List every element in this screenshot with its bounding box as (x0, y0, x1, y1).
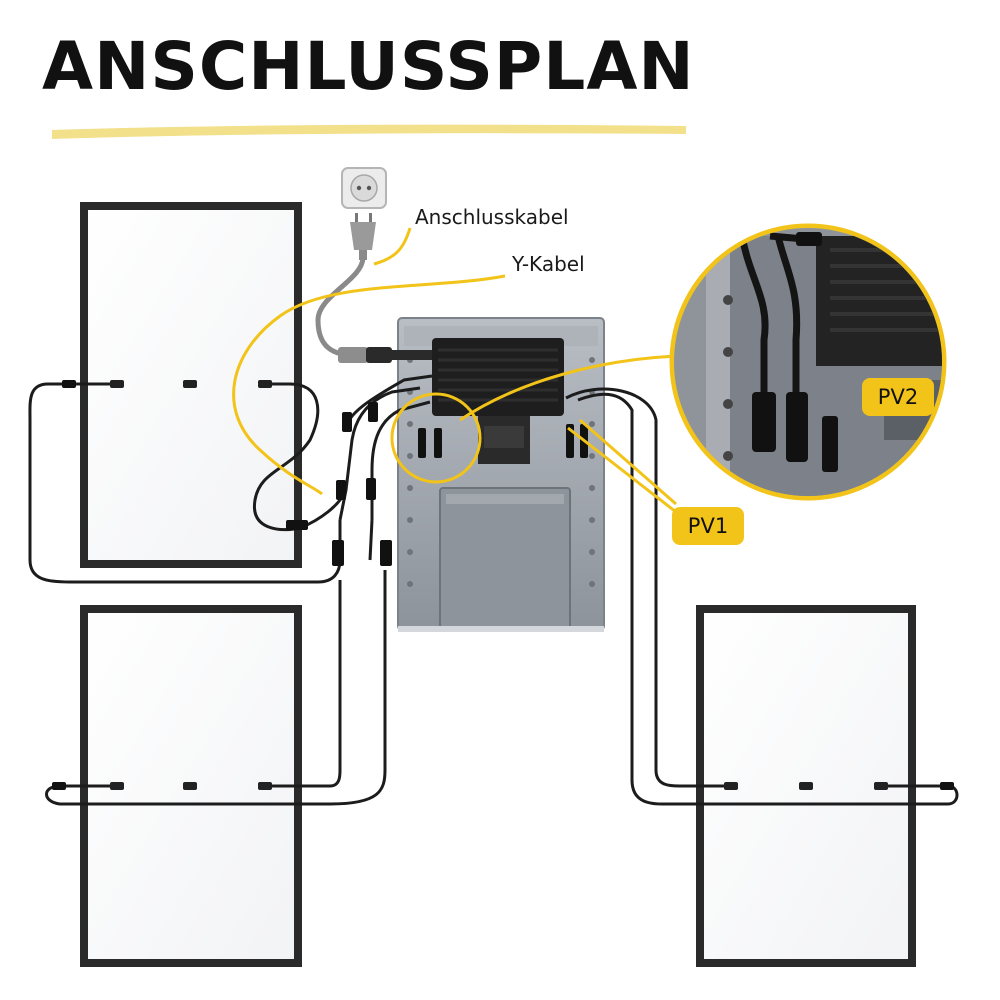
mc4-connectors (52, 380, 954, 790)
plug-icon (350, 213, 376, 260)
dc-cables (28, 374, 959, 806)
ac-connection-cable (315, 257, 366, 359)
title-underline (52, 124, 686, 139)
y-cable-label: Y-Kabel (512, 252, 585, 276)
connection-cable-label: Anschlusskabel (415, 205, 569, 229)
callout-lines (232, 223, 947, 514)
ac-connector (338, 347, 432, 363)
zoom-detail (674, 228, 942, 496)
pv2-badge: PV2 (862, 378, 934, 416)
pv1-badge: PV1 (672, 507, 744, 545)
page-title: ANSCHLUSSPLAN (42, 28, 695, 105)
wall-socket-icon (341, 167, 387, 209)
panel-junction-boxes (110, 380, 888, 790)
